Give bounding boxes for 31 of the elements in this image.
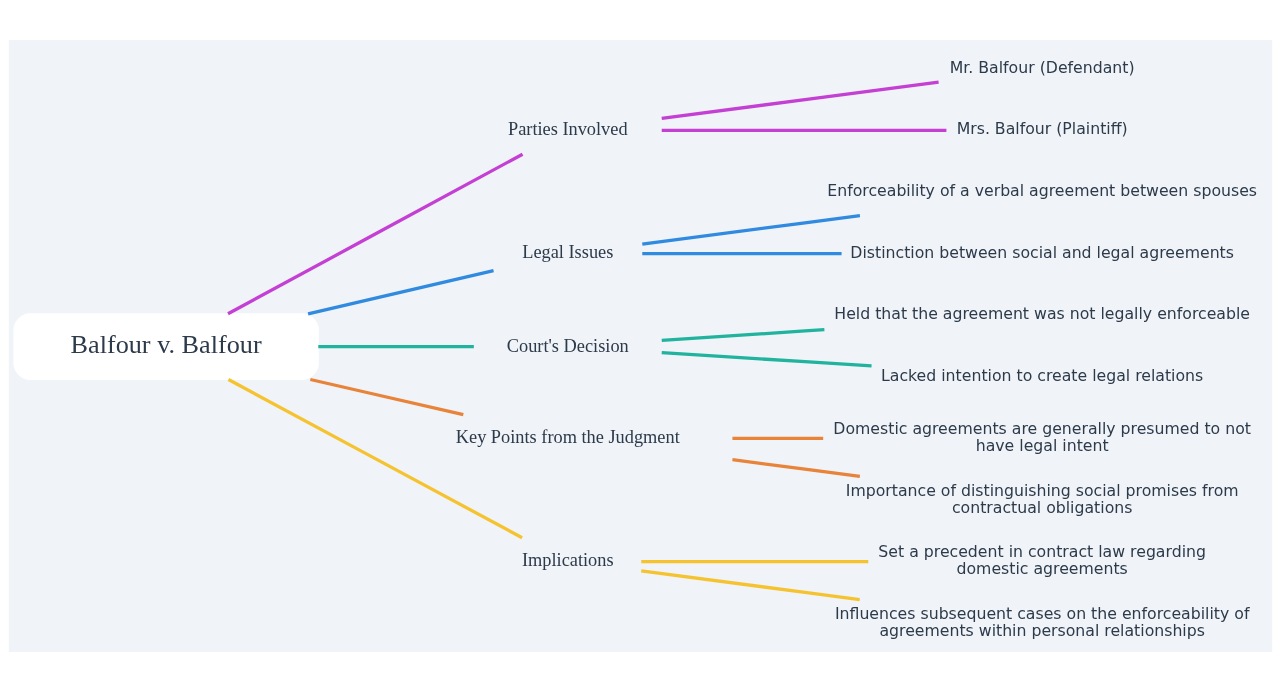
connector (661, 128, 947, 133)
connector (732, 436, 824, 441)
node-text: Implications (521, 550, 614, 571)
node-text: Importance of distinguishing social promises from contractual obligations (845, 480, 1239, 517)
connector (661, 80, 939, 120)
connector (310, 377, 464, 417)
connector (642, 251, 842, 256)
node-text: Key Points from the Judgment (455, 427, 680, 448)
node-text: Mr. Balfour (Defendant) (949, 57, 1135, 77)
node-text: Distinction between social and legal agreements (850, 242, 1234, 262)
connector (641, 569, 860, 602)
node-text: Enforceability of a verbal agreement between spouses (827, 181, 1258, 201)
connector (642, 214, 861, 246)
connector (318, 345, 474, 349)
node-text: Influences subsequent cases on the enforceability of agreements within personal relationships (834, 603, 1250, 640)
node-text: Court's Decision (506, 335, 629, 356)
connector (661, 328, 825, 343)
connector (307, 269, 494, 316)
node-text: Held that the agreement was not legally enforceable (834, 304, 1250, 324)
connector (661, 350, 872, 368)
connector (641, 559, 869, 564)
connector (732, 458, 861, 478)
node-text: Set a precedent in contract law regarding domestic agreements (878, 542, 1206, 579)
connector (227, 378, 523, 540)
node-text: Mrs. Balfour (Plaintiff) (956, 119, 1128, 139)
node-text: Domestic agreements are generally presumed to not have legal intent (833, 418, 1251, 455)
node-text: Parties Involved (507, 119, 628, 140)
node-text: Legal Issues (522, 242, 614, 263)
node-text: Lacked intention to create legal relations (881, 365, 1204, 385)
connector (227, 152, 524, 316)
node-box: Balfour v. Balfour (13, 313, 319, 381)
